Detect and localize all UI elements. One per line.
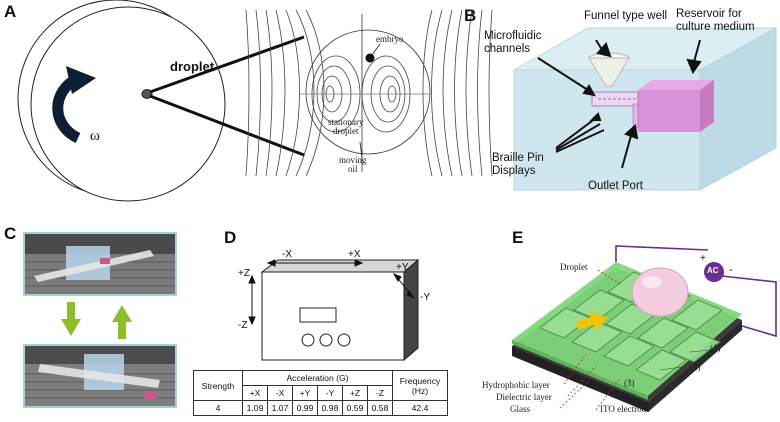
panel-b-letter: B (464, 6, 477, 25)
pos-y-label: +Y (396, 262, 409, 273)
streamline-field (245, 9, 493, 177)
omega-label: ω (90, 128, 100, 144)
panel-d-letter: D (224, 228, 237, 247)
vibration-table: Strength Acceleration (G) Frequency (Hz)… (193, 370, 448, 416)
moving-oil-label: moving oil (339, 155, 367, 175)
accel-value: 1.07 (267, 400, 293, 416)
transition-arrows (61, 302, 132, 339)
accel-value: 0.98 (317, 400, 343, 416)
ito-electrode-label: ITO electrode (600, 404, 651, 414)
strength-header: Strength (193, 370, 243, 401)
ac-label: AC (707, 266, 719, 275)
embryo-dot (365, 53, 375, 63)
dielectric-layer-label: Dielectric layer (496, 392, 552, 402)
hydrophobic-layer-label: Hydrophobic layer (482, 380, 550, 390)
layer-1-label: (1) (710, 343, 721, 353)
droplet-label: droplet (170, 59, 215, 74)
layer-2-label: (2) (690, 362, 701, 372)
layer-3-label: (3) (624, 378, 635, 388)
neg-y-label: -Y (420, 292, 430, 303)
glass-label: Glass (510, 404, 530, 414)
neg-x-label: -X (282, 249, 292, 260)
dish-droplet (141, 89, 153, 99)
ac-source (704, 262, 724, 282)
droplet-shape (631, 267, 689, 317)
braille-pin-label: Braille Pin Displays (492, 152, 544, 178)
panel-a-letter: A (4, 2, 17, 21)
rotation-arrowhead (66, 66, 96, 94)
pos-z-label: +Z (238, 268, 250, 279)
stationary-droplet-label: stationary droplet (328, 117, 364, 137)
droplet-e-label: Droplet (560, 262, 588, 272)
motion-arrow (575, 311, 609, 331)
embryo-label: embryo (376, 34, 404, 44)
frequency-value: 42.4 (392, 400, 448, 416)
funnel-well-label: Funnel type well (584, 10, 668, 22)
panel-e-letter: E (512, 228, 524, 247)
ac-minus-label: - (729, 264, 733, 276)
pos-x-label: +X (348, 249, 361, 260)
panel-c-letter: C (4, 224, 17, 243)
dish-front-circle (30, 6, 226, 202)
ac-plus-label: + (700, 253, 706, 264)
outlet-port-label: Outlet Port (588, 180, 643, 192)
reservoir-label: Reservoir for culture medium (676, 8, 755, 34)
microfluidic-channels-label: Microfluidic channels (484, 30, 542, 56)
neg-z-label: -Z (238, 320, 248, 331)
